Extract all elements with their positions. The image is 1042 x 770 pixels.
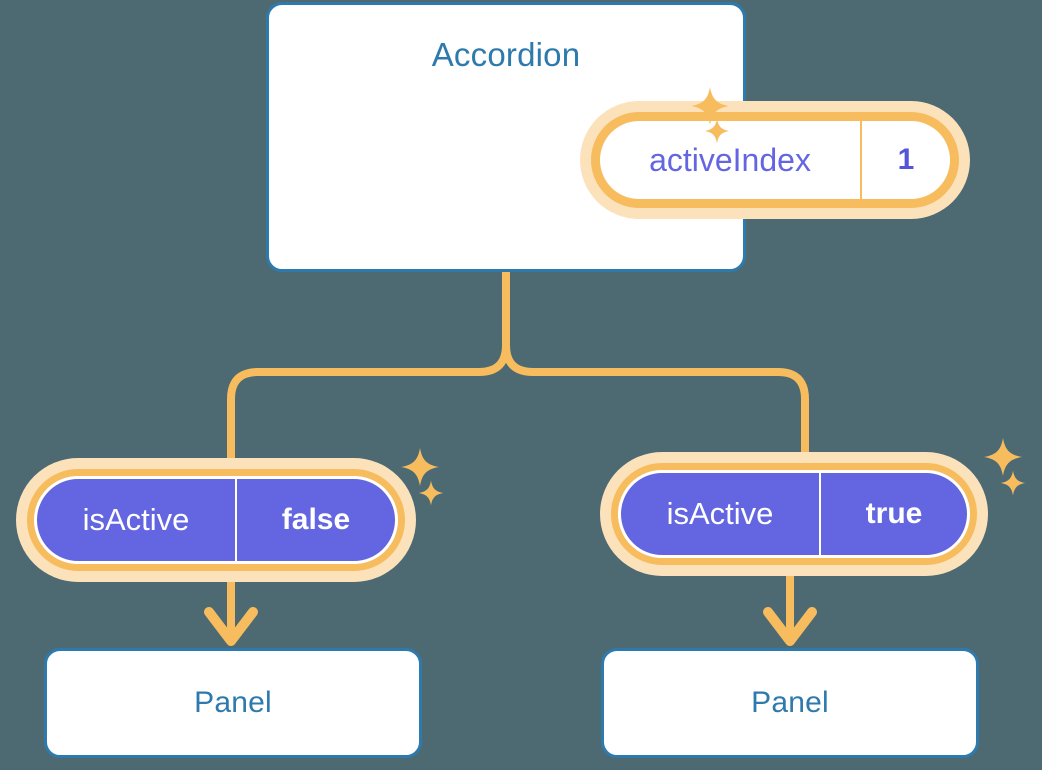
prop-pill-is-active-false[interactable]: isActive false — [16, 458, 416, 582]
sparkle-icon-right-small — [1000, 470, 1026, 496]
accordion-card-title: Accordion — [431, 36, 581, 73]
prop-pill-active-index[interactable]: activeIndex 1 — [580, 101, 970, 219]
wire-root-to-left — [227, 268, 510, 466]
prop-value-active-index: 1 — [860, 121, 950, 199]
prop-value-is-active-left: false — [235, 479, 395, 561]
sparkle-icon-left-small — [418, 480, 444, 506]
prop-name-active-index: activeIndex — [649, 141, 811, 178]
prop-pill-is-active-true[interactable]: isActive true — [600, 452, 988, 576]
panel-card-left[interactable]: Panel — [44, 648, 422, 758]
pill-ring: isActive true — [611, 463, 977, 565]
prop-value-is-active-right: true — [819, 473, 967, 555]
prop-name-is-active-left: isActive — [82, 502, 190, 537]
pill-ring: isActive false — [27, 469, 405, 571]
panel-right-title: Panel — [751, 686, 829, 719]
prop-name-is-active-right: isActive — [666, 496, 774, 531]
accordion-card[interactable]: Accordion activeIndex 1 — [266, 2, 970, 272]
pill-body: isActive false — [34, 476, 398, 564]
wire-root-to-right — [502, 268, 809, 466]
panel-left-title: Panel — [194, 686, 272, 719]
sparkle-icon-right-large — [983, 437, 1023, 477]
panel-card-right[interactable]: Panel — [601, 648, 979, 758]
pill-body: isActive true — [618, 470, 970, 558]
arrow-down-icon-right — [763, 607, 817, 646]
arrow-down-icon-left — [204, 607, 258, 646]
pill-ring: activeIndex 1 — [591, 112, 959, 208]
